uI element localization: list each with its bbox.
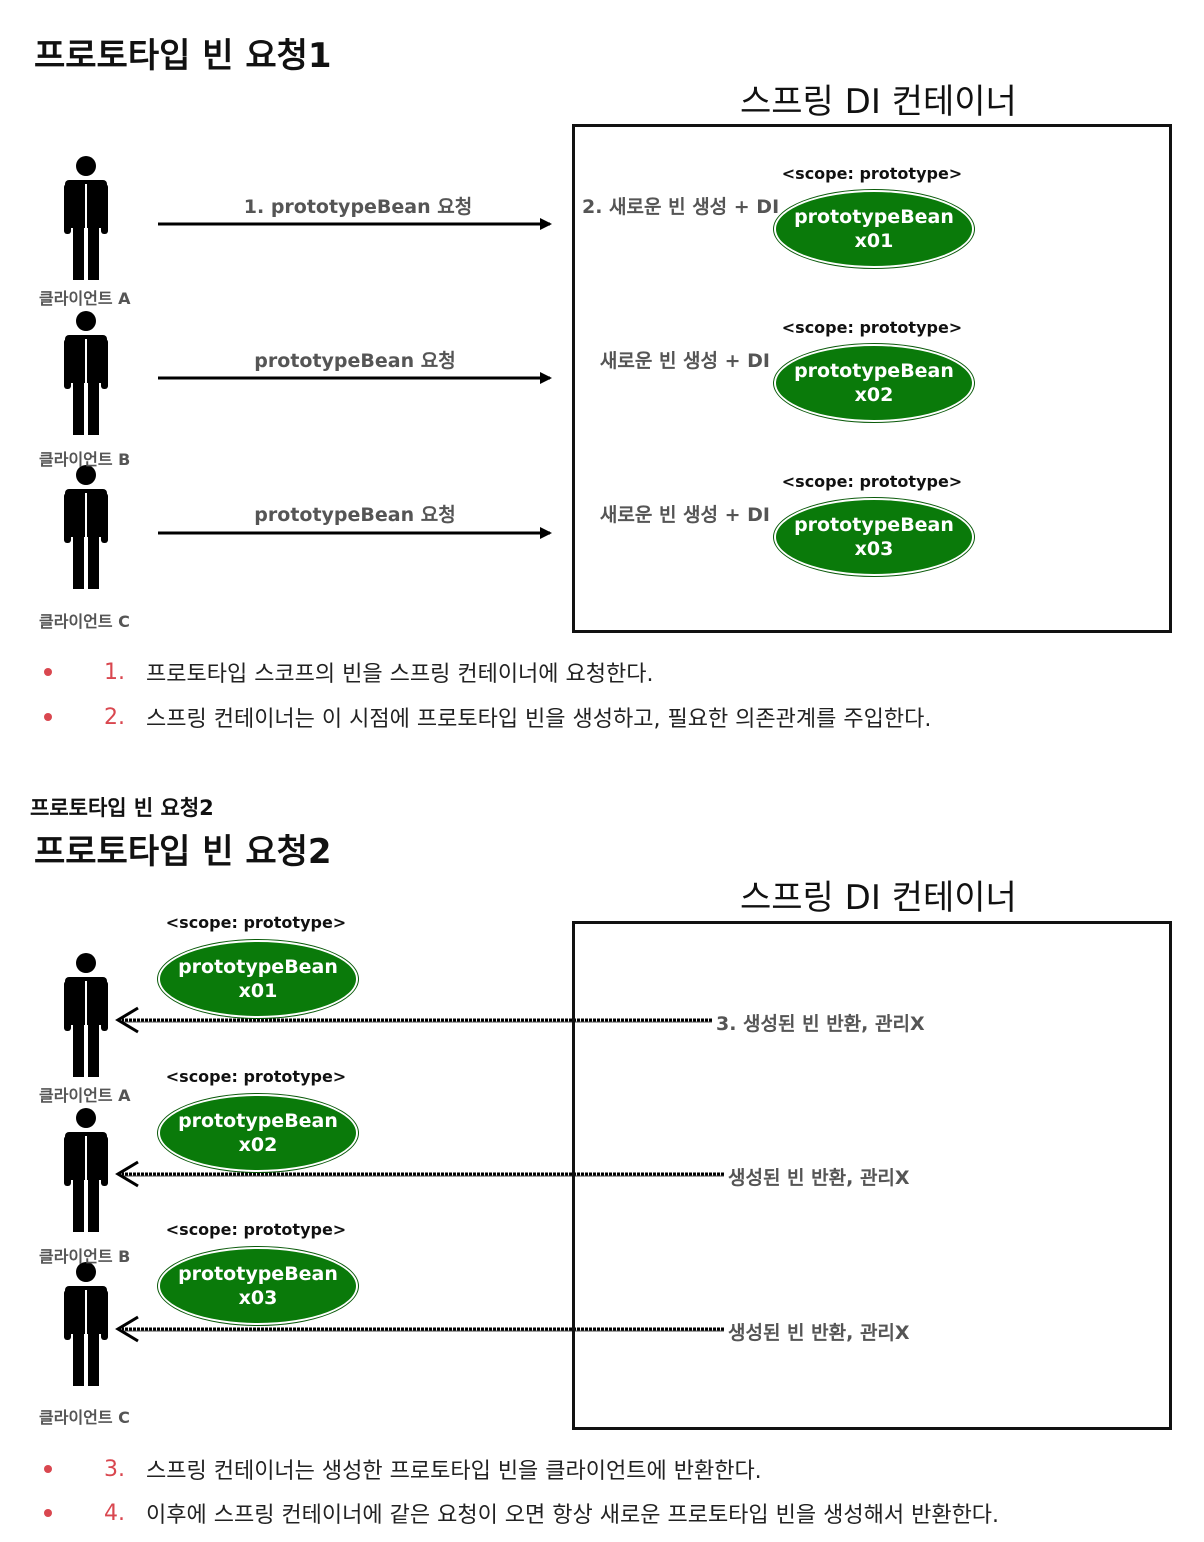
- client-b-label-2: 클라이언트 B: [39, 1247, 131, 1266]
- client-c-label-2: 클라이언트 C: [39, 1408, 130, 1427]
- bullet-item-3: 3. 스프링 컨테이너는 생성한 프로토타입 빈을 클라이언트에 반환한다.: [44, 1453, 762, 1485]
- bullet-text: 스프링 컨테이너는 생성한 프로토타입 빈을 클라이언트에 반환한다.: [146, 1459, 762, 1484]
- section1-title: 프로토타입 빈 요청1: [34, 36, 332, 76]
- bean-x02-name-2: prototypeBean: [178, 1110, 338, 1132]
- bean-x01-returned: prototypeBean x01: [158, 940, 358, 1018]
- scope-label-x01: <scope: prototype>: [781, 164, 963, 183]
- return-arrow-a: [115, 1006, 712, 1034]
- return-label-b: 생성된 빈 반환, 관리X: [728, 1167, 910, 1189]
- bean-x01-id-2: x01: [238, 980, 278, 1002]
- request-label-a: 1. prototypeBean 요청: [243, 196, 473, 218]
- create-label-b: 새로운 빈 생성 + DI: [599, 350, 770, 372]
- bean-x01-id: x01: [854, 230, 894, 252]
- bean-x03-id-2: x03: [238, 1287, 278, 1309]
- client-c-person-icon: [63, 464, 109, 590]
- bullet-number: 1.: [104, 659, 125, 685]
- scope-label-x01-2: <scope: prototype>: [165, 913, 347, 932]
- bean-x02-returned: prototypeBean x02: [158, 1094, 358, 1172]
- client-a-label: 클라이언트 A: [39, 289, 131, 308]
- bullet-dot: [44, 1465, 52, 1473]
- section2-title: 프로토타입 빈 요청2: [34, 832, 332, 872]
- bean-x02-name: prototypeBean: [794, 360, 954, 382]
- bean-x02-id-2: x02: [238, 1134, 278, 1156]
- bean-x03-name: prototypeBean: [794, 514, 954, 536]
- return-arrow-c: [115, 1315, 724, 1343]
- client-c-person-icon-2: [63, 1261, 109, 1387]
- bean-x01-name: prototypeBean: [794, 206, 954, 228]
- client-c-label: 클라이언트 C: [39, 612, 130, 631]
- bullet-text: 스프링 컨테이너는 이 시점에 프로토타입 빈을 생성하고, 필요한 의존관계를…: [146, 707, 932, 732]
- bean-x01-name-2: prototypeBean: [178, 956, 338, 978]
- bullet-item-4: 4. 이후에 스프링 컨테이너에 같은 요청이 오면 항상 새로운 프로토타입 …: [44, 1497, 999, 1529]
- create-label-c: 새로운 빈 생성 + DI: [599, 504, 770, 526]
- bullet-text: 프로토타입 스코프의 빈을 스프링 컨테이너에 요청한다.: [146, 662, 654, 687]
- bullet-dot: [44, 1509, 52, 1517]
- bullet-text: 이후에 스프링 컨테이너에 같은 요청이 오면 항상 새로운 프로토타입 빈을 …: [146, 1503, 1000, 1528]
- create-label-a: 2. 새로운 빈 생성 + DI: [582, 196, 780, 218]
- bean-x03: prototypeBean x03: [774, 498, 974, 576]
- bullet-dot: [44, 713, 52, 721]
- bullet-number: 2.: [104, 704, 125, 730]
- client-a-person-icon-2: [63, 952, 109, 1078]
- scope-label-x02: <scope: prototype>: [781, 318, 963, 337]
- section2-small-title: 프로토타입 빈 요청2: [30, 796, 214, 820]
- scope-label-x02-2: <scope: prototype>: [165, 1067, 347, 1086]
- bean-x03-id: x03: [854, 538, 894, 560]
- bullet-number: 3.: [104, 1456, 125, 1482]
- bean-x02: prototypeBean x02: [774, 344, 974, 422]
- bullet-dot: [44, 668, 52, 676]
- request-label-c: prototypeBean 요청: [254, 504, 456, 526]
- section2-container-box: [572, 921, 1172, 1430]
- client-b-person-icon-2: [63, 1107, 109, 1233]
- request-label-b: prototypeBean 요청: [254, 350, 456, 372]
- bullet-number: 4.: [104, 1500, 125, 1526]
- section1-container-title: 스프링 DI 컨테이너: [740, 82, 1017, 122]
- return-label-c: 생성된 빈 반환, 관리X: [728, 1322, 910, 1344]
- client-b-label: 클라이언트 B: [39, 450, 131, 469]
- client-a-label-2: 클라이언트 A: [39, 1086, 131, 1105]
- return-label-a: 3. 생성된 빈 반환, 관리X: [716, 1013, 925, 1035]
- section1-container-box: [572, 124, 1172, 633]
- bean-x02-id: x02: [854, 384, 894, 406]
- bean-x03-name-2: prototypeBean: [178, 1263, 338, 1285]
- client-b-person-icon: [63, 310, 109, 436]
- scope-label-x03-2: <scope: prototype>: [165, 1220, 347, 1239]
- bullet-item-2: 2. 스프링 컨테이너는 이 시점에 프로토타입 빈을 생성하고, 필요한 의존…: [44, 701, 931, 733]
- client-a-person-icon: [63, 155, 109, 281]
- return-arrow-b: [115, 1160, 724, 1188]
- bullet-item-1: 1. 프로토타입 스코프의 빈을 스프링 컨테이너에 요청한다.: [44, 656, 653, 688]
- bean-x03-returned: prototypeBean x03: [158, 1247, 358, 1325]
- scope-label-x03: <scope: prototype>: [781, 472, 963, 491]
- bean-x01: prototypeBean x01: [774, 190, 974, 268]
- section2-container-title: 스프링 DI 컨테이너: [740, 878, 1017, 918]
